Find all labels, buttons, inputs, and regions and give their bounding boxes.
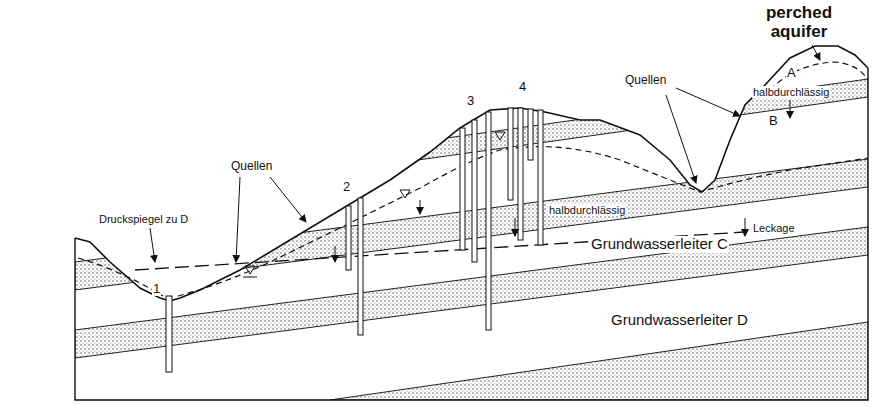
aquifer-letter: B [768,114,779,128]
aquifer-label: Grundwasserleiter D [610,312,749,329]
spring-label: Quellen [624,74,667,87]
aquifer-letter: A [786,66,797,80]
terrain [75,46,868,301]
spring-label: Quellen [230,160,273,173]
callout-number: 3 [466,94,475,108]
title-note: perched aquifer [748,4,850,41]
callout-number: 4 [518,80,527,94]
layer-label: halbdurchlässig [548,204,626,216]
strata [75,79,868,400]
callout-number: 2 [342,180,351,194]
wells [166,108,543,372]
aquifer-label: Grundwasserleiter C [590,236,729,253]
leakage-label: Leckage [752,222,796,234]
layer-label: halbdurchlässig [752,86,830,98]
pressure-level [135,232,745,270]
pressure-label: Druckspiegel zu D [98,213,189,225]
water-level-symbols [243,132,505,277]
frame [75,68,868,400]
flow-arrows [150,45,820,262]
callout-number: 1 [152,282,161,296]
